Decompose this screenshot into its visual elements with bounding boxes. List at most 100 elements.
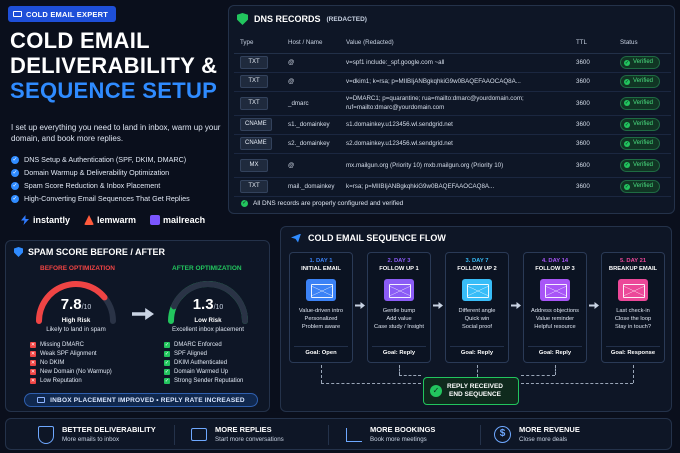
list-item: ✕No DKIM [30, 359, 65, 366]
envelope-icon [618, 279, 648, 301]
before-label: BEFORE OPTIMIZATION [40, 265, 115, 272]
record-ttl: 3600 [570, 53, 614, 73]
check-icon: ✓ [11, 181, 19, 190]
record-ttl: 3600 [570, 177, 614, 197]
after-label: AFTER OPTIMIZATION [172, 265, 242, 272]
divider [328, 425, 329, 445]
record-type: CNAME [240, 118, 272, 131]
list-item: ✓Domain Warmed Up [164, 368, 229, 375]
record-host: @ [282, 153, 340, 178]
list-item: ✓DMARC Enforced [164, 341, 222, 348]
record-value: k=rsa; p=MIIBIjANBgkqhkiG9w0BAQEFAAOCAQ8… [340, 177, 570, 197]
record-value: mx.mailgun.org (Priority 10) mxb.mailgun… [340, 153, 570, 178]
x-icon: ✕ [30, 341, 36, 348]
check-icon: ✓ [624, 162, 630, 168]
col-header: TTL [570, 33, 614, 54]
expert-badge: COLD EMAIL EXPERT [8, 6, 116, 22]
envelope-icon [384, 279, 414, 301]
after-wins: ✓DMARC Enforced ✓SPF Aligned ✓DKIM Authe… [164, 340, 243, 385]
record-type: TXT [240, 180, 268, 193]
return-line [399, 365, 400, 375]
hero-subtitle: I set up everything you need to land in … [11, 123, 221, 143]
step-label: FOLLOW UP 1 [379, 265, 419, 272]
dns-header: DNS RECORDS (REDACTED) [237, 13, 367, 25]
brand-mailreach: mailreach [150, 215, 205, 225]
status-badge: ✓Verified [620, 75, 661, 88]
step-point: Different angle [458, 308, 496, 314]
title-line-2: DELIVERABILITY & [10, 53, 218, 78]
x-icon: ✕ [30, 377, 36, 384]
check-icon: ✓ [11, 155, 19, 164]
record-type: CNAME [240, 137, 272, 150]
gauge-fill [36, 281, 108, 324]
status-badge: ✓Verified [620, 137, 661, 150]
title-line-3: SEQUENCE SETUP [10, 78, 218, 103]
feature-item: ✓Domain Warmup & Deliverability Optimiza… [11, 168, 170, 177]
record-value: s1.domainkey.u123456.wl.sendgrid.net [340, 115, 570, 135]
record-ttl: 3600 [570, 134, 614, 154]
inbox-icon [191, 428, 207, 441]
step-goal: Goal: Reply [450, 346, 504, 358]
shield-check-icon [237, 13, 248, 25]
dns-footer: ✓ All DNS records are properly configure… [241, 200, 404, 207]
table-row: TXT @ v=spf1 include:_spf.google.com ~al… [234, 53, 671, 73]
table-row: MX @ mx.mailgun.org (Priority 10) mxb.ma… [234, 153, 671, 178]
arrow-right-icon [355, 302, 365, 309]
check-circle-icon: ✓ [430, 385, 442, 397]
status-badge: ✓Verified [620, 180, 661, 193]
feature-item: ✓Spam Score Reduction & Inbox Placement [11, 181, 161, 190]
record-type: MX [240, 158, 268, 172]
table-row: TXT @ v=dkim1; k=rsa; p=MIIBIjANBgkqhkiG… [234, 72, 671, 92]
shield-icon [14, 247, 23, 257]
step-point: Social proof [461, 324, 493, 330]
step-point: Last check-in [616, 308, 650, 314]
record-ttl: 3600 [570, 72, 614, 92]
step-goal: Goal: Reply [372, 346, 426, 358]
feature-item: ✓DNS Setup & Authentication (SPF, DKIM, … [11, 155, 187, 164]
check-icon: ✓ [164, 350, 170, 357]
gauge-fill [171, 281, 248, 324]
check-icon: ✓ [11, 168, 19, 177]
status-badge: ✓Verified [620, 56, 661, 69]
dns-table: Type Host / Name Value (Redacted) TTL St… [234, 33, 671, 197]
col-header: Type [234, 33, 282, 54]
step-point: Problem aware [301, 324, 341, 330]
record-value: v=DMARC1; p=quarantine; rua=mailto:dmarc… [340, 91, 570, 116]
step-day: 4. DAY 14 [541, 258, 569, 264]
step-day: 2. DAY 3 [387, 258, 411, 264]
check-icon: ✓ [624, 183, 630, 190]
return-line [633, 365, 634, 383]
mailreach-icon [150, 215, 161, 225]
improvement-banner: INBOX PLACEMENT IMPROVED • REPLY RATE IN… [24, 393, 258, 407]
before-score: 7.8/10 [60, 296, 92, 313]
step-point: Case study / Insight [374, 324, 424, 330]
before-issues: ✕Missing DMARC ✕Weak SPF Alignment ✕No D… [30, 340, 112, 385]
return-line [477, 365, 478, 377]
step-label: FOLLOW UP 3 [535, 265, 575, 272]
step-day: 3. DAY 7 [465, 258, 489, 264]
dns-title-sub: (REDACTED) [326, 15, 367, 23]
check-icon: ✓ [11, 194, 19, 203]
step-point: Address objections [530, 308, 580, 314]
step-goal: Goal: Reply [528, 346, 582, 358]
record-value: v=spf1 include:_spf.google.com ~all [340, 53, 570, 73]
tool-logos: instantly lemwarm mailreach [20, 212, 220, 228]
record-type: TXT [240, 75, 268, 88]
record-host: @ [282, 53, 340, 73]
record-ttl: 3600 [570, 91, 614, 116]
check-icon: ✓ [624, 140, 630, 147]
return-line [321, 383, 421, 384]
dns-title: DNS RECORDS [254, 14, 321, 24]
return-line [521, 383, 633, 384]
arrow-right-icon [511, 302, 521, 309]
envelope-icon [306, 279, 336, 301]
mail-icon [37, 397, 46, 403]
list-item: ✕Missing DMARC [30, 341, 85, 348]
check-icon: ✓ [164, 368, 170, 375]
